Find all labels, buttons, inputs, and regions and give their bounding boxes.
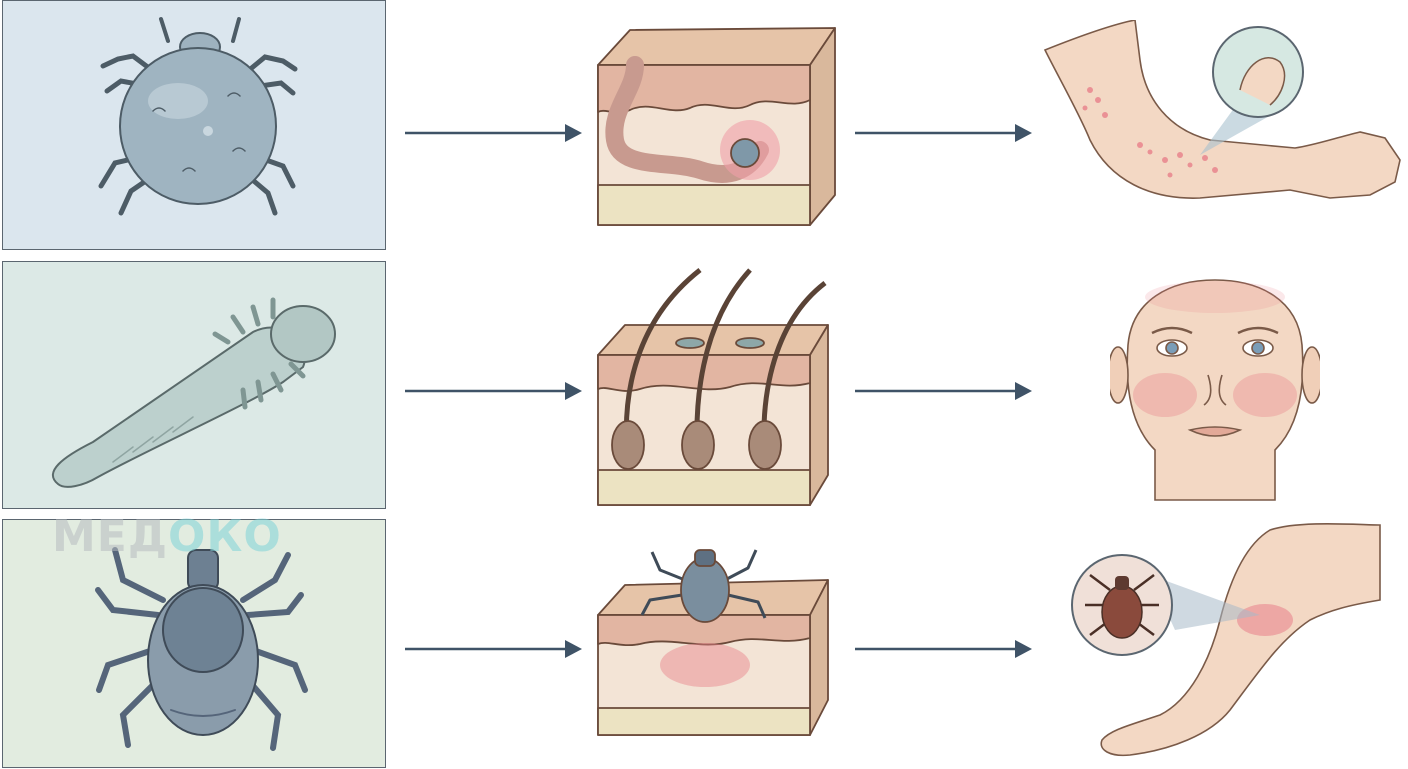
face-rosacea-icon [1110, 279, 1320, 501]
watermark-text-part2: ОКО [168, 510, 282, 562]
scabies-mite-icon [98, 17, 298, 216]
panel-demodex-mite [2, 261, 386, 509]
tick-icon [95, 547, 308, 751]
leg-bite-icon [1071, 522, 1381, 757]
tick-bite-section-icon [597, 549, 829, 736]
arrow-row-1-a [405, 124, 582, 142]
panel-tick [2, 519, 386, 768]
panel-scabies-mite [2, 0, 386, 250]
arrow-row-2-a [405, 382, 582, 400]
arm-rash-icon [1043, 20, 1401, 199]
arrow-row-1-b [855, 124, 1032, 142]
burrow-skin-section-icon [597, 27, 836, 226]
hair-follicle-section-icon [597, 268, 829, 506]
arrow-row-3-b [855, 640, 1032, 658]
arrow-row-2-b [855, 382, 1032, 400]
demodex-mite-icon [51, 297, 336, 488]
watermark-text-part1: МЕД [52, 510, 169, 562]
arrow-row-3-a [405, 640, 582, 658]
